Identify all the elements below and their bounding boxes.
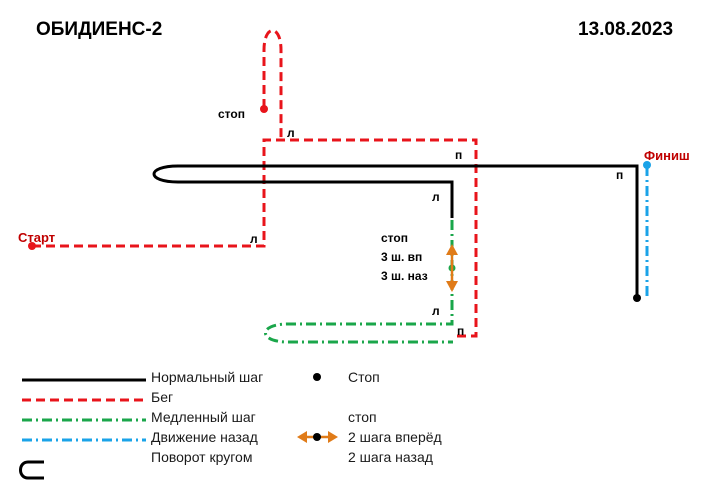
finish-label: Финиш	[644, 148, 690, 163]
start-dot	[28, 242, 36, 250]
legend-arrow-dot	[313, 433, 321, 441]
legend-run-text: Бег	[151, 389, 173, 405]
run-path	[32, 138, 478, 338]
about-turn-icon	[19, 460, 44, 480]
course-title: ОБИДИЕНС-2	[36, 19, 162, 40]
legend: Нормальный шаг Бег Медленный шаг Движени…	[19, 369, 442, 480]
legend-arrow-left-head	[297, 431, 307, 443]
legend-two-back-text: 2 шага назад	[348, 449, 433, 465]
turn-slow-right: п	[457, 324, 464, 338]
turn-run-left-1: л	[287, 126, 295, 140]
finish-dot	[643, 161, 651, 169]
legend-stop-dot	[313, 373, 321, 381]
arrow-down-head	[446, 281, 458, 292]
legend-normal-text: Нормальный шаг	[151, 369, 263, 385]
turn-run-right: п	[455, 148, 462, 162]
legend-slow-text: Медленный шаг	[151, 409, 256, 425]
turn-normal-right: п	[616, 168, 623, 182]
stop-mid-label: стоп	[381, 231, 408, 245]
turn-slow-left: л	[432, 304, 440, 318]
arrow-up-head	[446, 244, 458, 255]
legend-arrow-right-head	[328, 431, 338, 443]
legend-backward-text: Движение назад	[151, 429, 258, 445]
turn-normal-left: л	[432, 190, 440, 204]
start-label: Старт	[18, 230, 55, 245]
run-top-loop	[262, 29, 283, 140]
run-stop-dot	[260, 105, 268, 113]
slow-path	[264, 220, 454, 344]
turn-run-left-2: л	[250, 232, 258, 246]
course-date: 13.08.2023	[578, 19, 673, 40]
steps-back-label: 3 ш. наз	[381, 269, 428, 283]
steps-forward-label: 3 ш. вп	[381, 250, 422, 264]
normal-path	[152, 164, 639, 298]
legend-steps-stop-text: стоп	[348, 409, 377, 425]
legend-stop-text: Стоп	[348, 369, 380, 385]
stop-top-label: стоп	[218, 107, 245, 121]
legend-about-turn-text: Поворот кругом	[151, 449, 252, 465]
normal-stop-dot	[633, 294, 641, 302]
legend-two-forward-text: 2 шага вперёд	[348, 429, 442, 445]
